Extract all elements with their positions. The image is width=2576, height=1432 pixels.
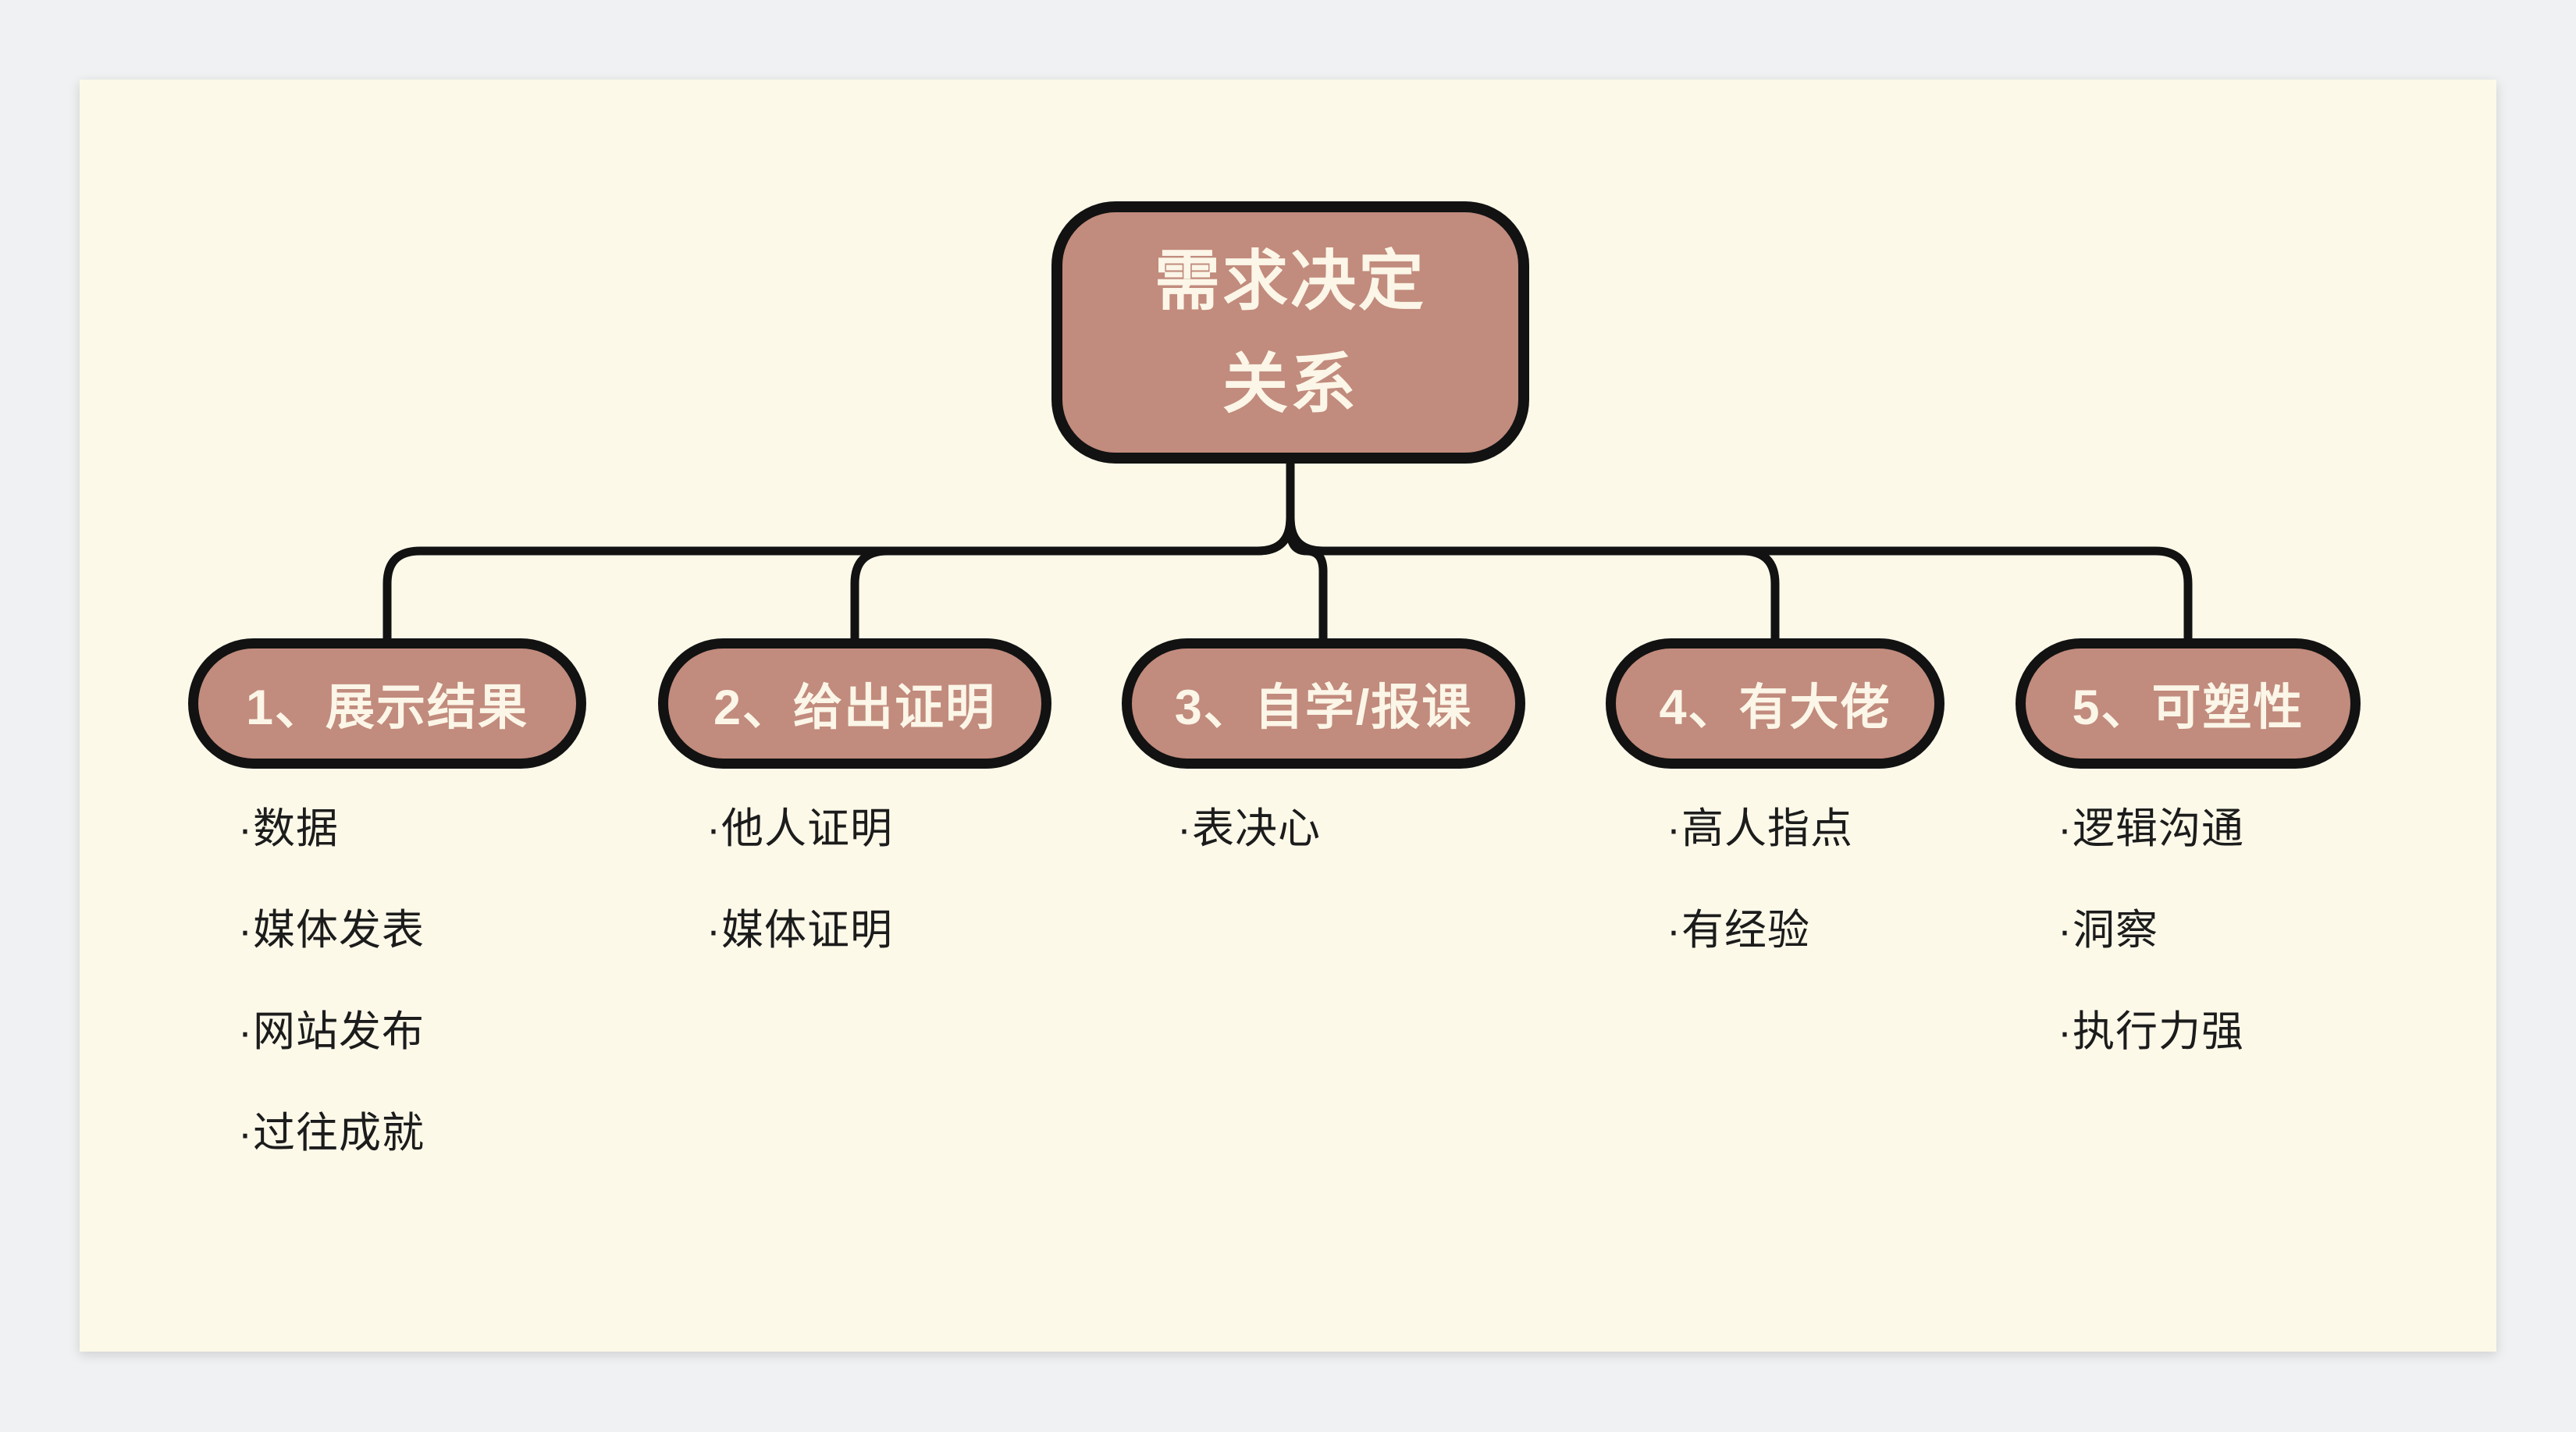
branch-1-items: ·数据 ·媒体发表 ·网站发布 ·过往成就 <box>238 778 425 1184</box>
branch-node-1[interactable]: 1、展示结果 <box>188 638 586 769</box>
connector-edge-branch-2 <box>850 459 1295 645</box>
branch-node-1-label: 1、展示结果 <box>245 680 529 735</box>
branch-2-item-1[interactable]: ·他人证明 <box>706 805 893 852</box>
branch-node-3[interactable]: 3、自学/报课 <box>1122 638 1525 769</box>
branch-4-items: ·高人指点 ·有经验 <box>1667 778 1853 981</box>
branch-3-item-1[interactable]: ·表决心 <box>1177 805 1321 852</box>
branch-5-item-1[interactable]: ·逻辑沟通 <box>2058 805 2244 852</box>
branch-1-item-1[interactable]: ·数据 <box>238 805 339 852</box>
branch-node-4[interactable]: 4、有大佬 <box>1606 638 1944 769</box>
connector-edge-branch-5 <box>1286 459 2193 645</box>
root-node-label-line2: 关系 <box>1222 347 1358 421</box>
branch-3-items: ·表决心 <box>1177 778 1321 879</box>
branch-5-item-2[interactable]: ·洞察 <box>2058 907 2158 954</box>
branch-4-item-1[interactable]: ·高人指点 <box>1667 805 1853 852</box>
branch-1-item-2[interactable]: ·媒体发表 <box>238 907 425 954</box>
branch-node-5-label: 5、可塑性 <box>2072 680 2304 735</box>
root-node-label-line1: 需求决定 <box>1154 244 1426 318</box>
branch-node-2-label: 2、给出证明 <box>713 680 997 735</box>
branch-2-items: ·他人证明 ·媒体证明 <box>706 778 893 981</box>
branch-1-item-4[interactable]: ·过往成就 <box>238 1110 425 1157</box>
branch-2-item-2[interactable]: ·媒体证明 <box>706 907 893 954</box>
branch-5-items: ·逻辑沟通 ·洞察 ·执行力强 <box>2058 778 2244 1082</box>
root-node[interactable]: 需求决定 关系 <box>1051 201 1529 464</box>
branch-1-item-3[interactable]: ·网站发布 <box>238 1008 425 1055</box>
branch-node-3-label: 3、自学/报课 <box>1174 680 1473 735</box>
branch-node-4-label: 4、有大佬 <box>1659 680 1891 735</box>
branch-node-2[interactable]: 2、给出证明 <box>658 638 1051 769</box>
branch-node-5[interactable]: 5、可塑性 <box>2016 638 2361 769</box>
branch-5-item-3[interactable]: ·执行力强 <box>2058 1008 2244 1055</box>
branch-4-item-2[interactable]: ·有经验 <box>1667 907 1810 954</box>
